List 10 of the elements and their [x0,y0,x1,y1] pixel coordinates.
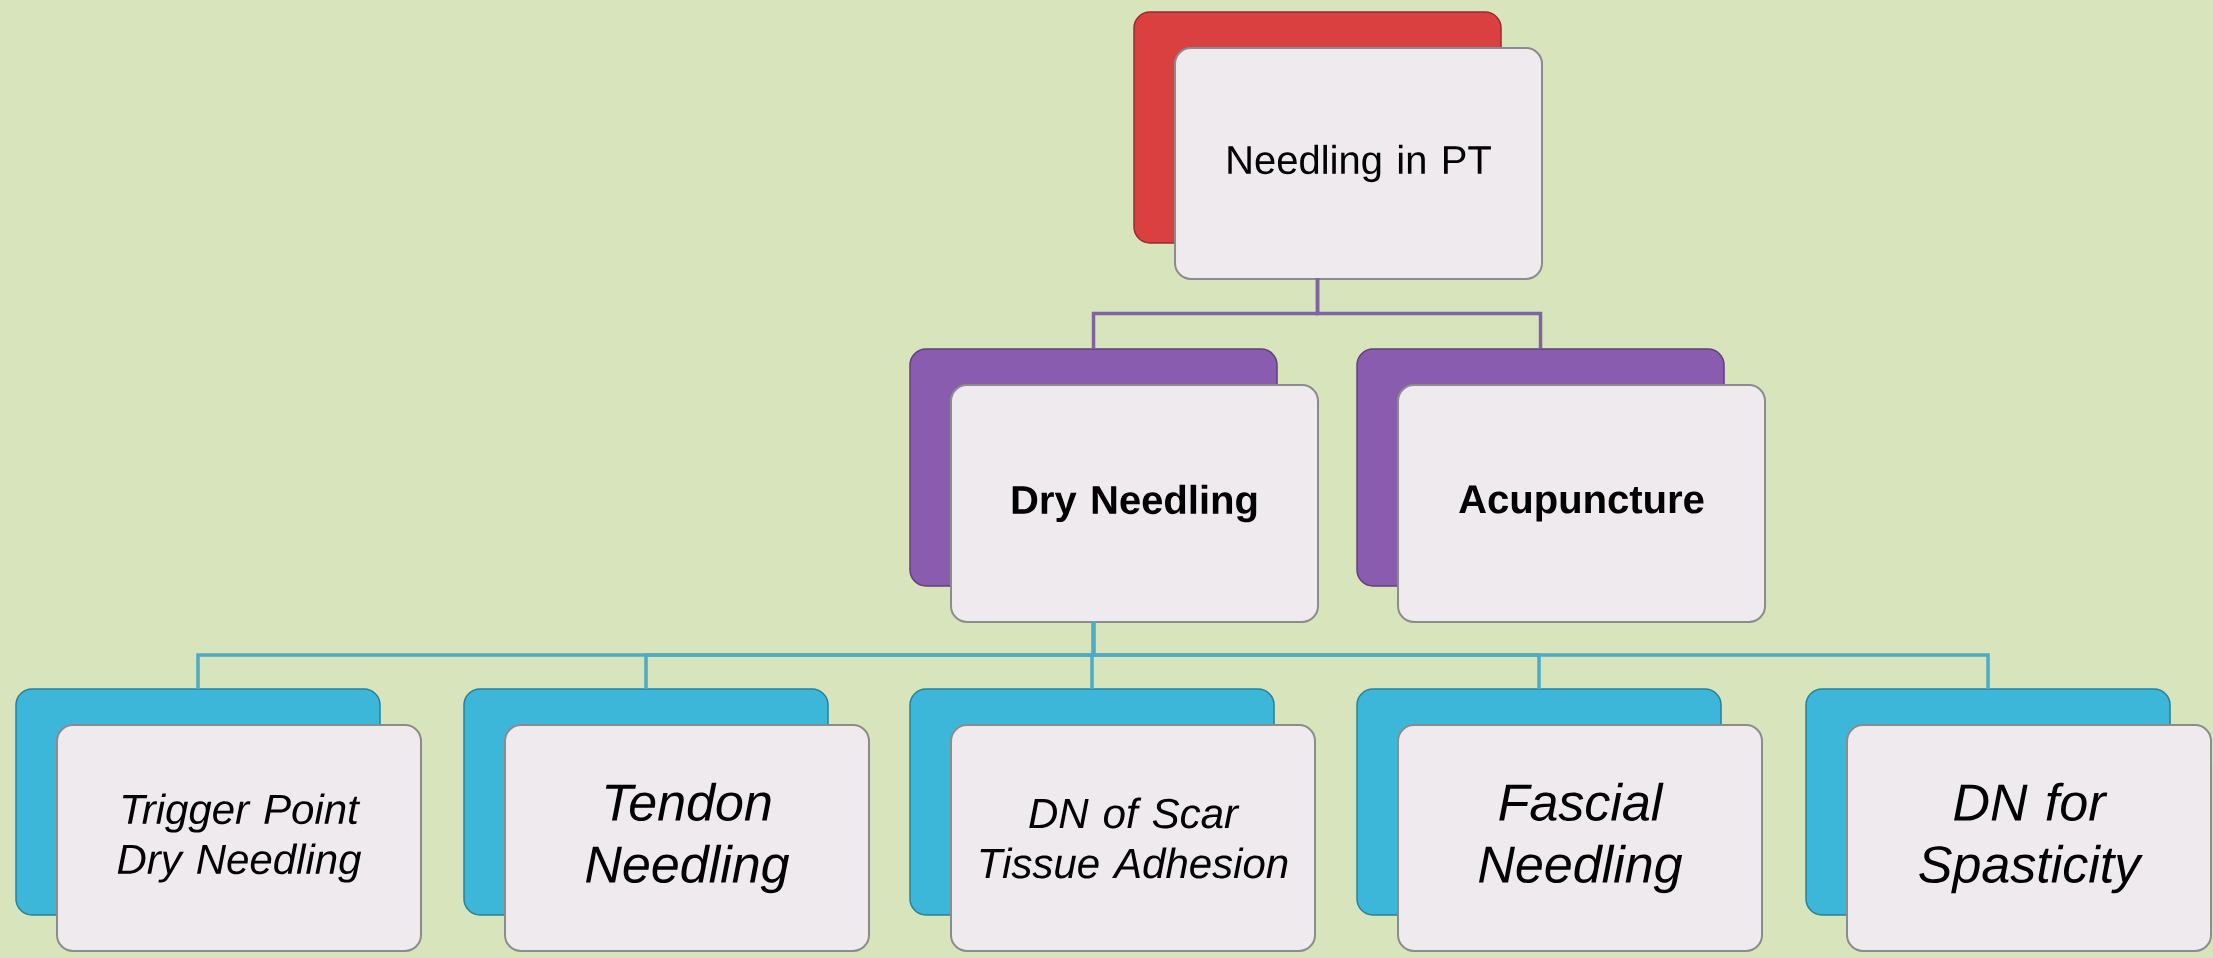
box: Needling in PT [1133,11,1543,280]
box: Tendon Needling [463,688,870,952]
connector [1091,621,1990,689]
connector [1315,278,1543,349]
box: DN for Spasticity [1805,688,2213,952]
box: Acupuncture [1356,348,1767,623]
box: DN of Scar Tissue Adhesion [909,688,1316,952]
box: Trigger Point Dry Needling [15,688,422,952]
box: Fascial Needling [1356,688,1764,952]
box: Dry Needling [909,348,1319,623]
